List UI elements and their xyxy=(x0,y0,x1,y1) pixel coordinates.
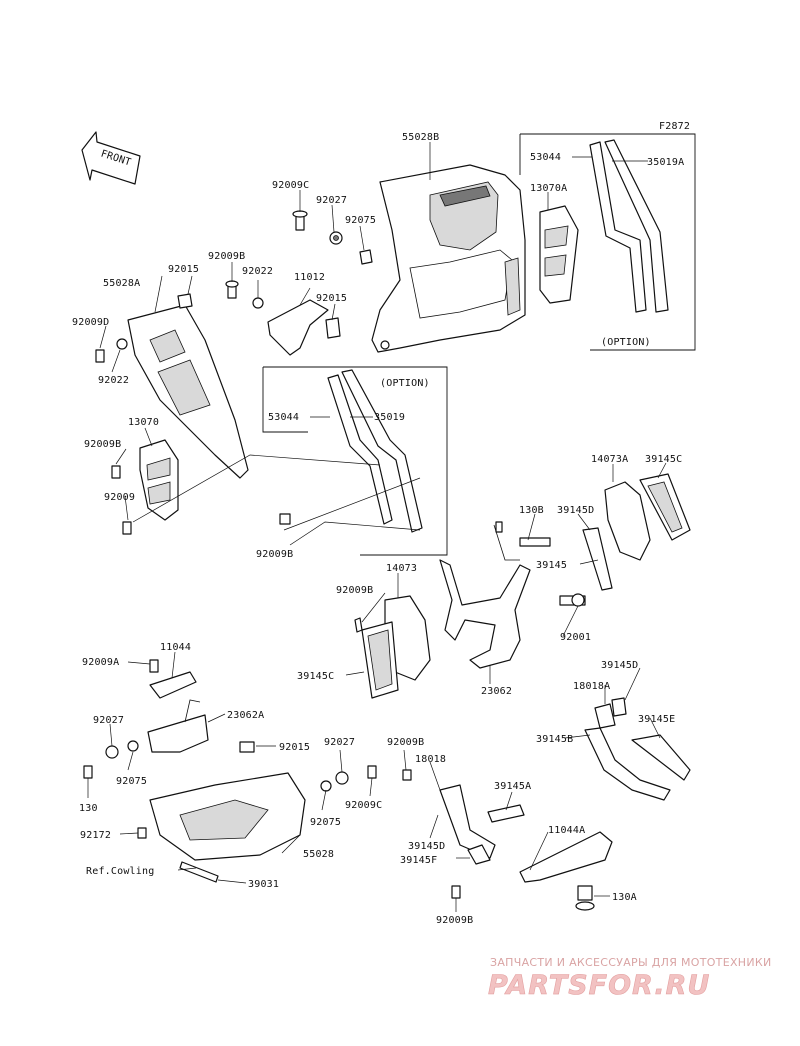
rod-39031 xyxy=(179,861,219,883)
part-label: 39145D xyxy=(557,505,594,516)
part-label: 92075 xyxy=(310,817,341,828)
part-label: 92022 xyxy=(98,375,129,386)
bracket-11012 xyxy=(267,299,341,356)
option-label-1: (OPTION) xyxy=(601,337,651,348)
part-label: 130B xyxy=(519,505,544,516)
fasteners-top xyxy=(225,210,373,309)
option-label-2: (OPTION) xyxy=(380,378,430,389)
part-label: 39145C xyxy=(297,671,334,682)
part-label: 92009 xyxy=(104,492,135,503)
part-label: 35019 xyxy=(374,412,405,423)
part-label: 13070 xyxy=(128,417,159,428)
part-label: 55028B xyxy=(402,132,439,143)
part-label: 14073 xyxy=(386,563,417,574)
part-label: 92009A xyxy=(82,657,119,668)
part-label: 92009D xyxy=(72,317,109,328)
part-label: 92001 xyxy=(560,632,591,643)
ref-cowling-label: Ref.Cowling xyxy=(86,866,154,877)
bracket-18018a xyxy=(584,697,691,801)
bracket-18018 xyxy=(439,784,525,899)
part-label: 92015 xyxy=(316,293,347,304)
option-box-upper-right: (OPTION) xyxy=(519,133,696,351)
part-label: 11012 xyxy=(294,272,325,283)
bracket-11044 xyxy=(149,659,197,699)
part-label: 92009B xyxy=(436,915,473,926)
part-label: 92009B xyxy=(84,439,121,450)
duct-14073 xyxy=(354,595,431,699)
figure-code: F2872 xyxy=(659,121,690,132)
part-label: 39145D xyxy=(601,660,638,671)
trim-strips-middle xyxy=(279,369,423,533)
cowling-55028 xyxy=(149,741,306,861)
part-label: 14073A xyxy=(591,454,628,465)
bracket-23062a xyxy=(147,699,209,753)
part-label: 39145A xyxy=(494,781,531,792)
part-label: 130 xyxy=(79,803,98,814)
part-label: 39145E xyxy=(638,714,675,725)
fasteners-lower-mid xyxy=(320,765,412,792)
part-label: 11044A xyxy=(548,825,585,836)
part-label: 53044 xyxy=(530,152,561,163)
front-arrow-icon: FRONT xyxy=(81,131,141,185)
part-label: 92027 xyxy=(93,715,124,726)
part-label: 39145D xyxy=(408,841,445,852)
part-label: 92022 xyxy=(242,266,273,277)
part-label: 55028 xyxy=(303,849,334,860)
part-label: 92009C xyxy=(345,800,382,811)
watermark-brand: PARTSFOR.RU xyxy=(488,970,710,1001)
part-labels: 55028B 53044 35019A 13070A 92009C 92027 … xyxy=(72,132,684,926)
part-label: 92009B xyxy=(256,549,293,560)
part-label: 92075 xyxy=(116,776,147,787)
bracket-13070 xyxy=(111,439,179,535)
part-label: 23062A xyxy=(227,710,264,721)
part-label: 92172 xyxy=(80,830,111,841)
part-label: 92009B xyxy=(208,251,245,262)
trim-strips-upper xyxy=(589,139,669,313)
cowling-55028b xyxy=(371,164,526,353)
part-label: 39145C xyxy=(645,454,682,465)
part-label: 92075 xyxy=(345,215,376,226)
part-label: 92027 xyxy=(324,737,355,748)
cowling-55028a xyxy=(95,293,249,479)
part-label: 92015 xyxy=(168,264,199,275)
watermark: ЗАПЧАСТИ И АКСЕССУАРЫ ДЛЯ МОТОТЕХНИКИ PA… xyxy=(488,956,772,1001)
part-label: 39031 xyxy=(248,879,279,890)
part-label: 53044 xyxy=(268,412,299,423)
part-label: 18018A xyxy=(573,681,610,692)
part-label: 92009B xyxy=(336,585,373,596)
part-label: 18018 xyxy=(415,754,446,765)
bracket-13070a xyxy=(539,205,579,304)
strap-11044a xyxy=(519,831,613,911)
duct-14073a xyxy=(582,473,691,591)
part-label: 39145F xyxy=(400,855,437,866)
part-label: 92027 xyxy=(316,195,347,206)
part-label: 11044 xyxy=(160,642,191,653)
part-label: 130A xyxy=(612,892,637,903)
part-label: 23062 xyxy=(481,686,512,697)
frame-bracket-23062 xyxy=(439,521,586,669)
part-label: 39145B xyxy=(536,734,573,745)
fasteners-lower-left xyxy=(83,740,147,839)
leader-lines xyxy=(87,142,667,912)
part-label: 92009C xyxy=(272,180,309,191)
part-label: 92015 xyxy=(279,742,310,753)
option-box-middle: (OPTION) xyxy=(262,366,448,556)
part-label: 13070A xyxy=(530,183,567,194)
part-label: 55028A xyxy=(103,278,140,289)
part-label: 92009B xyxy=(387,737,424,748)
watermark-subtitle: ЗАПЧАСТИ И АКСЕССУАРЫ ДЛЯ МОТОТЕХНИКИ xyxy=(490,956,772,969)
part-label: 39145 xyxy=(536,560,567,571)
part-label: 35019A xyxy=(647,157,684,168)
